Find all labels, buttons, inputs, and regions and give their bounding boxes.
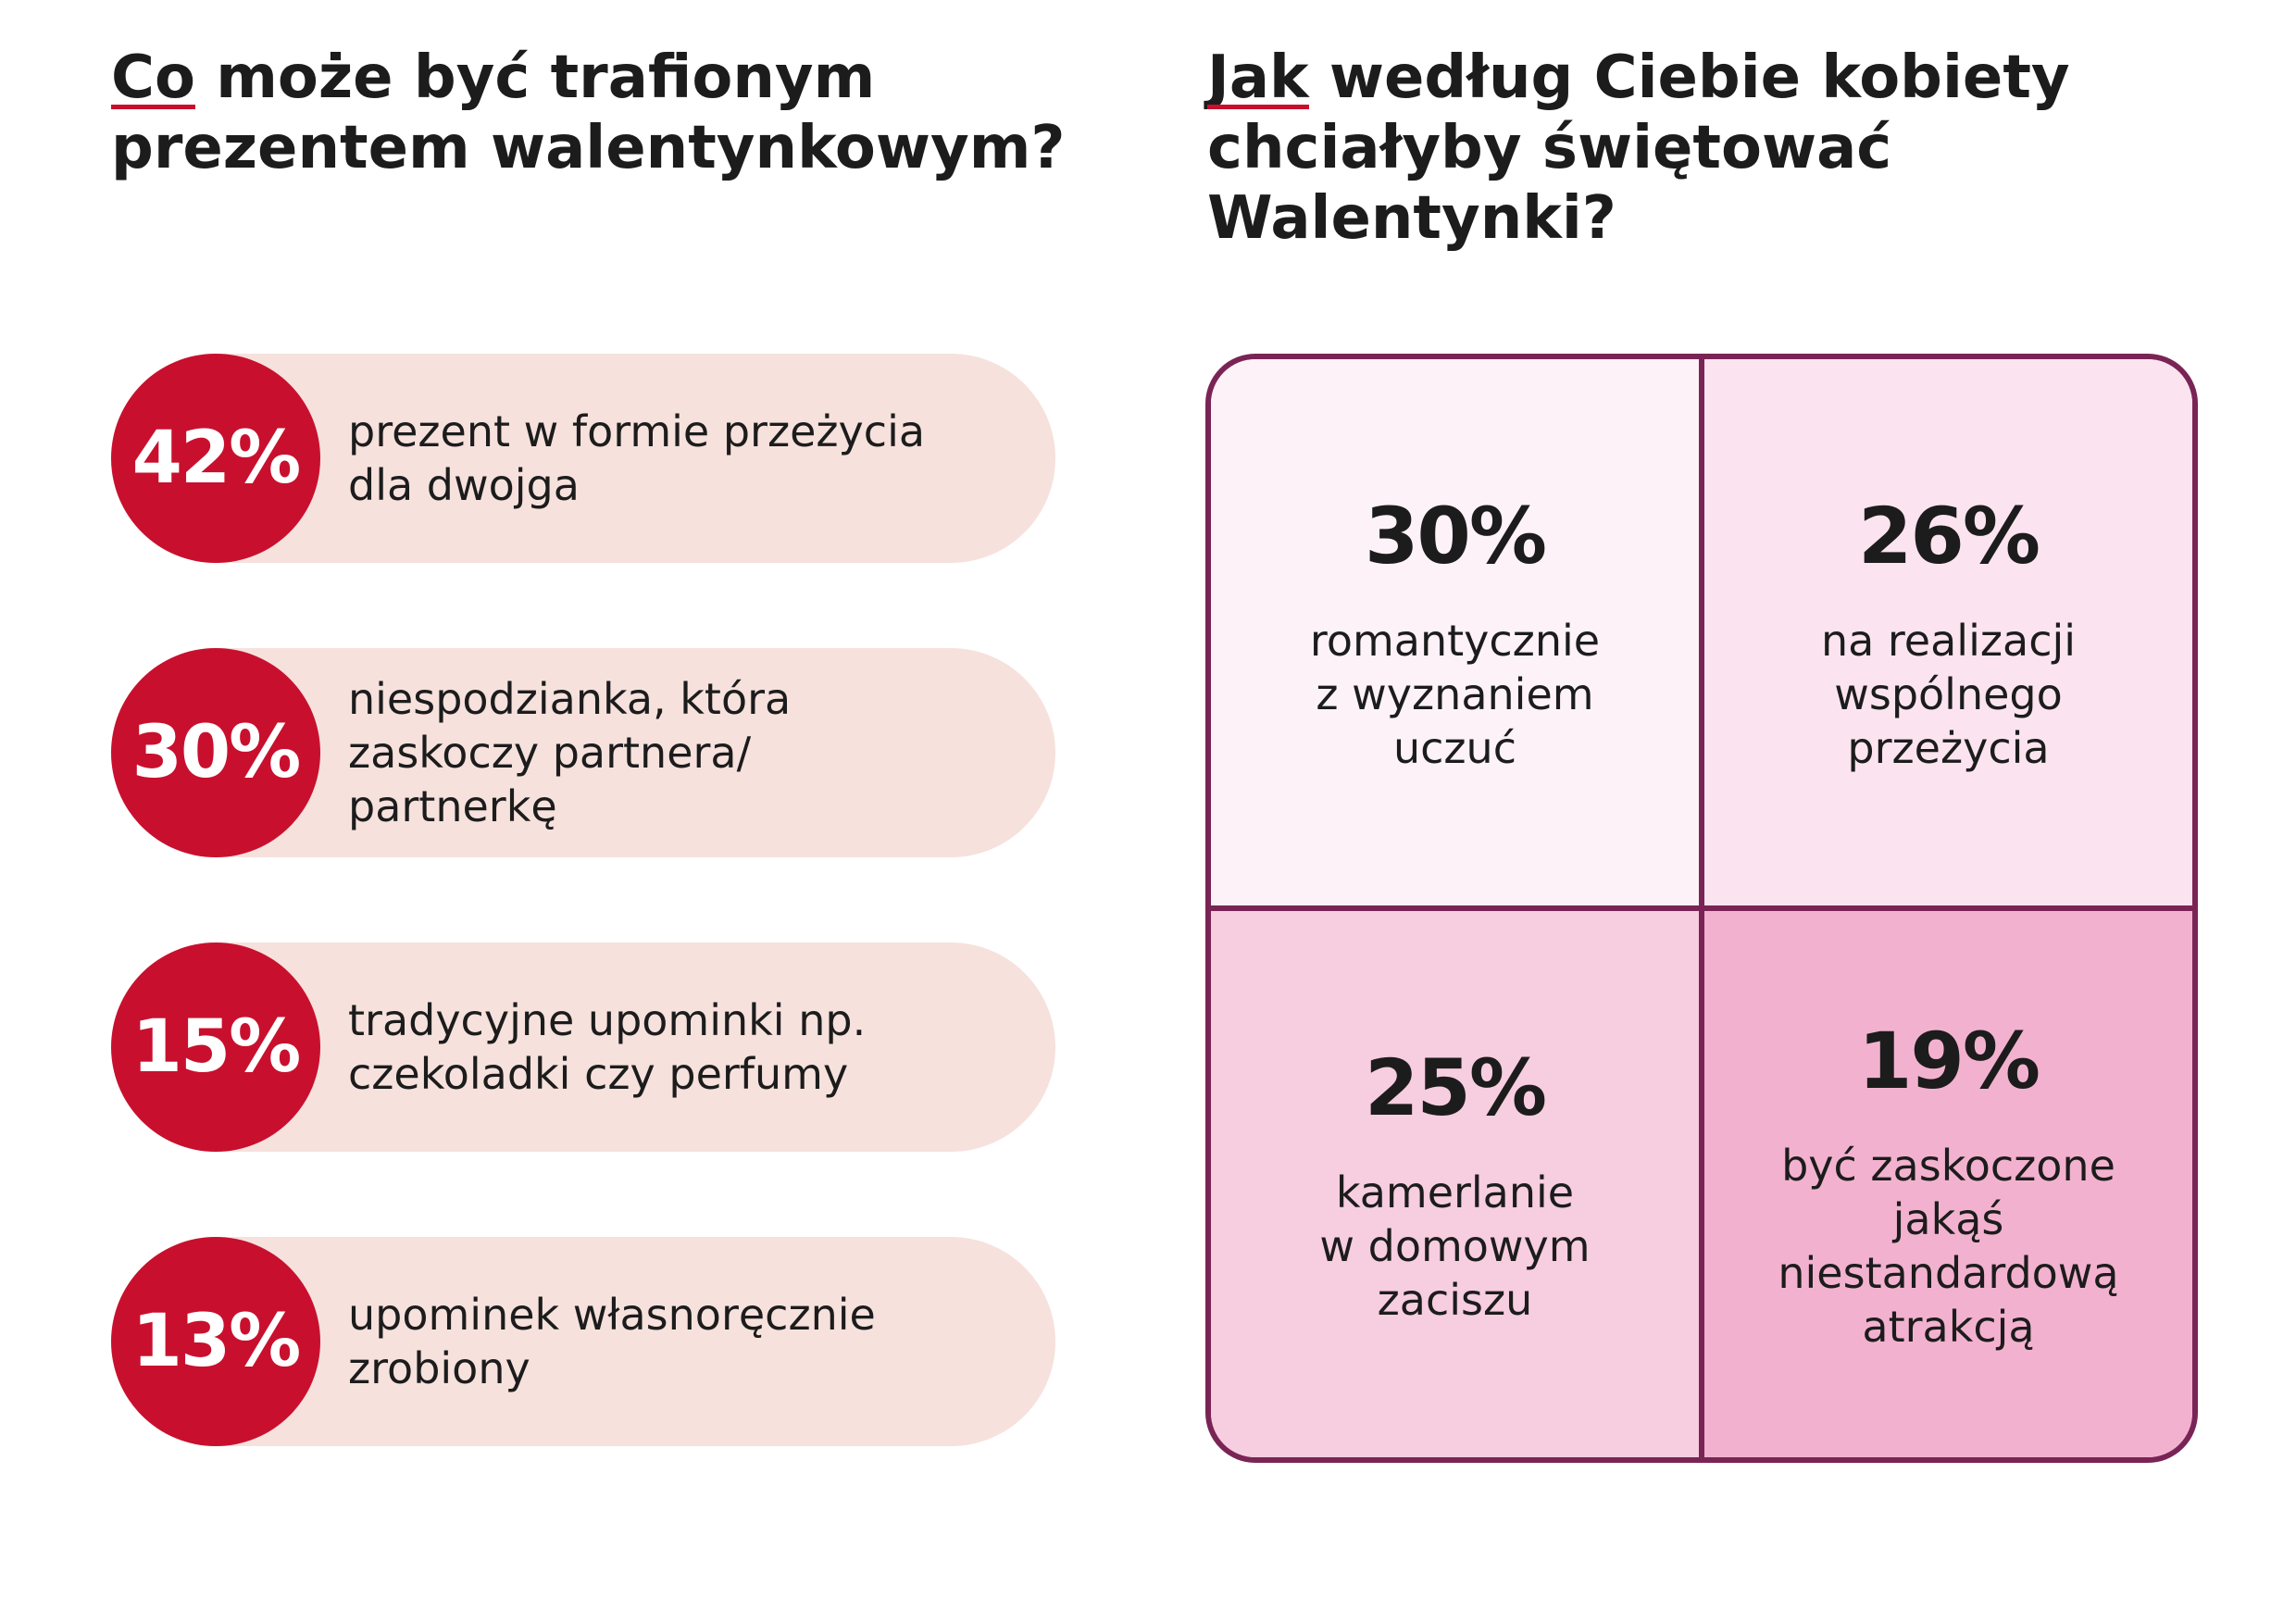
percent-badge: 13% [111,1237,320,1446]
percent-badge: 42% [111,354,320,563]
right-title-lead-word: Jak [1207,44,1309,112]
grid-cell: 19% być zaskoczone jakąś niestandardową … [1702,908,2192,1457]
left-title-rest: może być trafionym prezentem walentynkow… [111,44,1066,182]
percent-badge: 30% [111,648,320,857]
cell-label: romantycznie z wyznaniem uczuć [1309,616,1601,773]
grid-cell: 25% kamerlanie w domowym zaciszu [1211,908,1702,1457]
right-chart-title: Jak według Ciebie kobiety chciałyby świę… [1207,43,2226,254]
percent-badge: 15% [111,943,320,1152]
grid-cell: 26% na realizacji wspólnego przeżycia [1702,359,2192,908]
gift-answer-item: 15% tradycyjne upominki np. czekoladki c… [111,943,1055,1152]
cell-percent: 26% [1857,491,2040,581]
cell-percent: 19% [1857,1016,2040,1106]
right-title-rest: według Ciebie kobiety chciałyby świętowa… [1207,44,2070,253]
cell-percent: 25% [1364,1042,1547,1133]
answer-label: upominek własnoręcznie zrobiony [348,1290,876,1393]
grid-cell: 30% romantycznie z wyznaniem uczuć [1211,359,1702,908]
answer-label: prezent w formie przeżycia dla dwojga [348,406,926,510]
left-chart-title: Co może być trafionym prezentem walentyn… [111,43,1148,183]
answer-label: tradycyjne upominki np. czekoladki czy p… [348,995,867,1099]
cell-label: na realizacji wspólnego przeżycia [1820,616,2077,773]
celebration-answers-grid: 30% romantycznie z wyznaniem uczuć 26% n… [1205,354,2198,1463]
gift-answer-item: 13% upominek własnoręcznie zrobiony [111,1237,1055,1446]
answer-label: niespodzianka, która zaskoczy partnera/ … [348,674,792,831]
cell-label: kamerlanie w domowym zaciszu [1319,1167,1591,1325]
cell-percent: 30% [1364,491,1547,581]
gift-answer-item: 42% prezent w formie przeżycia dla dwojg… [111,354,1055,563]
gift-answer-item: 30% niespodzianka, która zaskoczy partne… [111,648,1055,857]
left-title-lead-word: Co [111,44,195,112]
cell-label: być zaskoczone jakąś niestandardową atra… [1778,1141,2119,1352]
